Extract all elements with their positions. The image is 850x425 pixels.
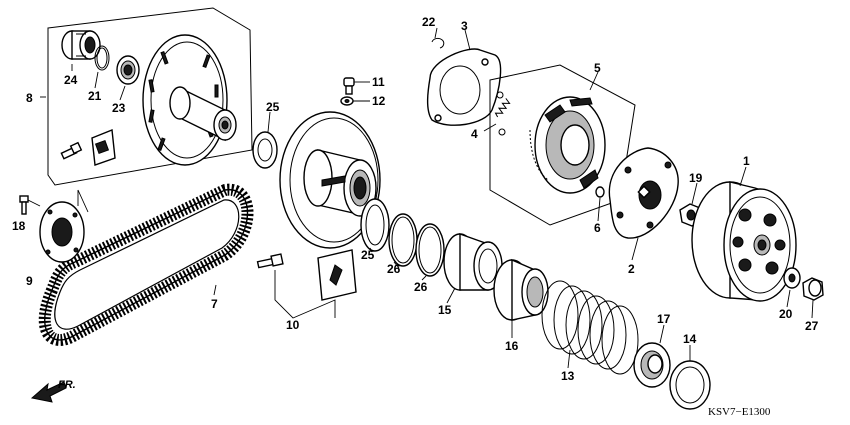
callout-labels: 1 2 3 4 5 6 7 8 9 10 11 12 13 14 15 16 1…	[12, 15, 819, 383]
callout-16: 16	[505, 339, 519, 353]
callout-15: 15	[438, 303, 452, 317]
callout-11: 11	[372, 75, 385, 89]
callout-27: 27	[805, 319, 819, 333]
bolt-part	[343, 77, 355, 95]
drawing-code: KSV7−E1300	[708, 406, 771, 418]
callout-12: 12	[372, 94, 386, 108]
callout-25-upper: 25	[266, 100, 280, 114]
seal-collar-part	[443, 233, 503, 291]
washer-nut-part	[340, 96, 354, 106]
flange-bolt-part	[19, 195, 29, 215]
callout-8: 8	[26, 91, 33, 105]
callout-1: 1	[743, 154, 750, 168]
callout-5: 5	[594, 61, 601, 75]
front-direction-arrow	[30, 381, 67, 403]
callout-25-lower: 25	[361, 248, 375, 262]
seal-ring-part	[360, 198, 390, 252]
drive-plate-part	[39, 201, 85, 263]
callout-7: 7	[211, 297, 218, 311]
clutch-spring-part	[494, 91, 511, 136]
movable-driven-face-part	[279, 111, 381, 249]
collar-part	[633, 342, 671, 388]
callout-23: 23	[112, 101, 126, 115]
driven-face-spring-part	[541, 280, 639, 375]
clutch-outer-part	[691, 181, 797, 302]
callout-26-lower: 26	[414, 280, 428, 294]
drive-belt-part	[38, 183, 254, 346]
drive-plate-clutch-part	[608, 147, 679, 239]
washer-part	[783, 267, 801, 289]
callout-18: 18	[12, 219, 26, 233]
direction-marker-label: FR.	[58, 379, 76, 391]
hex-nut-part	[802, 277, 824, 301]
driven-face-part	[142, 34, 237, 166]
small-nut-part	[595, 186, 605, 198]
plate-part	[426, 48, 502, 126]
guide-pin-part	[60, 141, 83, 160]
radial-bearing-part	[116, 55, 140, 85]
callout-9: 9	[26, 274, 33, 288]
callout-22: 22	[422, 15, 436, 29]
callout-3: 3	[461, 19, 468, 33]
needle-bearing-part	[61, 30, 101, 60]
callout-26-upper: 26	[387, 262, 401, 276]
callout-2: 2	[628, 262, 635, 276]
o-ring-part-2	[415, 223, 445, 277]
snap-ring-part	[94, 45, 110, 71]
driven-face-assembly-box	[40, 7, 253, 186]
callout-24: 24	[64, 73, 78, 87]
service-card	[317, 249, 357, 301]
callout-21: 21	[88, 89, 102, 103]
spring-seat-part	[493, 258, 549, 321]
callout-17: 17	[657, 312, 671, 326]
callout-10: 10	[286, 318, 300, 332]
circlip-part	[431, 37, 445, 49]
thrust-washer-part	[669, 360, 711, 410]
oil-seal-part	[252, 131, 278, 169]
callout-13: 13	[561, 369, 575, 383]
clutch-shoe-part	[529, 96, 606, 194]
callout-6: 6	[594, 221, 601, 235]
guide-roller-pin-part	[256, 253, 284, 269]
leader-lines	[71, 27, 814, 369]
callout-4: 4	[471, 127, 478, 141]
o-ring-part	[388, 213, 418, 267]
instruction-card	[91, 129, 116, 166]
callout-20: 20	[779, 307, 793, 321]
callout-19: 19	[689, 171, 703, 185]
callout-14: 14	[683, 332, 697, 346]
